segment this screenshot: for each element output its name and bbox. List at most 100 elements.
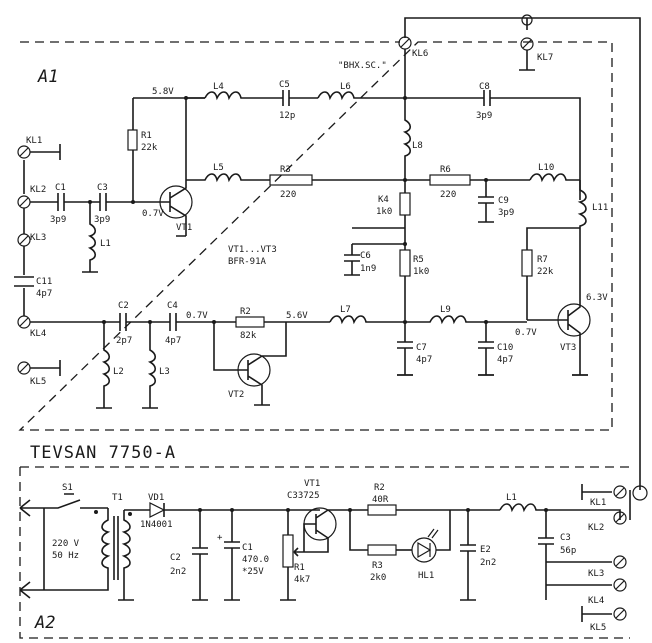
svg-text:C7: C7 — [416, 343, 427, 353]
svg-text:4k7: 4k7 — [294, 575, 310, 585]
resistor-r2: R2 82k — [212, 307, 330, 341]
terminal-kl6: KL6 — [398, 36, 428, 59]
svg-text:L4: L4 — [213, 82, 224, 92]
inductor-l5: L5 — [186, 163, 270, 183]
svg-text:56p: 56p — [560, 546, 576, 556]
svg-text:C8: C8 — [479, 82, 490, 92]
svg-text:VT1: VT1 — [304, 479, 320, 489]
transformer-t1: T1 — [48, 493, 150, 601]
terminal-b-kl1: KL1 — [581, 484, 627, 508]
svg-text:C1: C1 — [55, 183, 66, 193]
svg-text:2p7: 2p7 — [116, 336, 132, 346]
svg-text:C10: C10 — [497, 343, 513, 353]
kl1-label: KL1 — [26, 136, 42, 146]
svg-text:L10: L10 — [538, 163, 554, 173]
capacitor-a2-c1: + C1 470.0 *25V — [217, 508, 269, 601]
resistor-k4: K4 1k0 — [352, 180, 411, 229]
capacitor-c5: C5 12p — [279, 80, 318, 121]
svg-text:C3: C3 — [97, 183, 108, 193]
transistor-vt1: VT1 0.7V — [138, 98, 193, 237]
capacitor-c2: C2 2p7 — [116, 301, 170, 346]
svg-text:6.3V: 6.3V — [586, 293, 608, 303]
terminal-b-kl3: KL3 — [588, 555, 627, 579]
svg-text:C2: C2 — [170, 553, 181, 563]
terminal-kl4: KL4 — [17, 315, 46, 339]
svg-text:+: + — [217, 533, 223, 543]
svg-text:C3: C3 — [560, 533, 571, 543]
resistor-r1: R1 22k — [127, 98, 158, 204]
ground-symbols — [82, 271, 588, 409]
capacitor-c8: C8 3p9 — [405, 82, 581, 200]
svg-text:3p9: 3p9 — [94, 215, 110, 225]
svg-text:KL4: KL4 — [588, 596, 604, 606]
inductor-l6: L6 — [317, 82, 405, 101]
svg-text:470.0: 470.0 — [242, 555, 269, 565]
svg-text:1k0: 1k0 — [413, 267, 429, 277]
svg-text:1n9: 1n9 — [360, 264, 376, 274]
svg-text:R3: R3 — [280, 165, 291, 175]
svg-text:R7: R7 — [537, 255, 548, 265]
svg-text:C9: C9 — [498, 196, 509, 206]
svg-text:L1: L1 — [506, 493, 517, 503]
svg-text:KL1: KL1 — [590, 498, 606, 508]
terminal-kl1: KL1 — [17, 136, 61, 160]
resistor-r7: R7 22k — [521, 227, 580, 320]
svg-text:L6: L6 — [340, 82, 351, 92]
svg-text:3p9: 3p9 — [498, 208, 514, 218]
svg-text:T1: T1 — [112, 493, 123, 503]
capacitor-a2-e2: E2 2n2 — [460, 508, 496, 601]
svg-text:L11: L11 — [592, 203, 608, 213]
capacitor-c7: C7 4p7 — [397, 322, 432, 376]
svg-text:R1: R1 — [141, 131, 152, 141]
svg-text:VT2: VT2 — [228, 390, 244, 400]
svg-text:K4: K4 — [378, 195, 389, 205]
svg-text:VT3: VT3 — [560, 343, 576, 353]
svg-text:2n2: 2n2 — [480, 558, 496, 568]
resistor-r5: R5 1k0 — [399, 228, 429, 320]
inductor-l1: L1 — [87, 200, 111, 272]
terminal-kl2: KL2 — [17, 185, 46, 209]
transistor-vt3: VT3 6.3V 0.7V — [515, 293, 608, 376]
svg-text:220 V: 220 V — [52, 539, 80, 549]
interconnect-wires — [404, 17, 648, 520]
svg-text:4p7: 4p7 — [165, 336, 181, 346]
diode-vd1: VD1 1N4001 — [140, 493, 320, 530]
kl5-label: KL5 — [30, 377, 46, 387]
terminal-b-kl5: KL5 — [581, 606, 627, 633]
svg-text:C1: C1 — [242, 543, 253, 553]
inductor-a2-l1: L1 — [499, 493, 621, 520]
svg-text:0.7V: 0.7V — [142, 209, 164, 219]
svg-text:4p7: 4p7 — [416, 355, 432, 365]
block-label-a2: A2 — [34, 613, 55, 633]
svg-text:L8: L8 — [412, 141, 423, 151]
switch-s1: S1 — [48, 483, 108, 509]
inductor-l11: L11 — [577, 180, 608, 295]
resistor-r3: R3 220 — [269, 165, 405, 200]
transistor-vt2: VT2 — [213, 322, 287, 406]
kl4-label: KL4 — [30, 329, 46, 339]
terminal-kl3: KL3 — [17, 233, 46, 247]
svg-text:L5: L5 — [213, 163, 224, 173]
svg-text:R6: R6 — [440, 165, 451, 175]
inductor-l2: L2 — [101, 320, 124, 408]
svg-text:L3: L3 — [159, 367, 170, 377]
svg-text:S1: S1 — [62, 483, 73, 493]
svg-text:E2: E2 — [480, 545, 491, 555]
svg-text:0.7V: 0.7V — [515, 328, 537, 338]
block-a2-border — [19, 466, 630, 639]
inductor-l7: L7 — [329, 305, 405, 325]
svg-text:L1: L1 — [100, 239, 111, 249]
terminal-kl7: KL7 — [519, 14, 553, 71]
svg-text:R1: R1 — [294, 563, 305, 573]
capacitor-c3: C3 3p9 — [94, 183, 110, 225]
svg-text:R2: R2 — [374, 483, 385, 493]
svg-text:R3: R3 — [372, 561, 383, 571]
transistor-type-line1: VT1...VT3 — [228, 245, 277, 255]
vhf-label: "BHX.SC." — [338, 61, 387, 71]
capacitor-c1: C1 3p9 — [50, 183, 66, 225]
svg-text:R2: R2 — [240, 307, 251, 317]
transistor-a2-vt1: VT1 C33725 — [287, 479, 350, 553]
inductor-l9: L9 — [405, 305, 527, 325]
svg-text:VD1: VD1 — [148, 493, 164, 503]
voltage-07b: 0.7V — [186, 311, 208, 321]
